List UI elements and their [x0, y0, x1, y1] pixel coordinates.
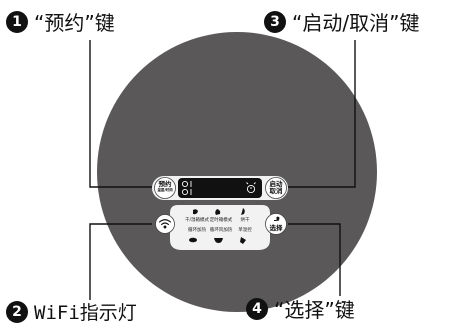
callout-start-cancel-label: “启动/取消”键: [292, 11, 420, 35]
leader-line-select: [288, 223, 341, 296]
dry-wet-icon: [193, 209, 198, 215]
leader-line-start: [288, 40, 356, 188]
program-label-timer-box: 定时箱模式: [209, 218, 233, 223]
program-label-single-temp: 单温控: [238, 228, 252, 233]
callout-select-label: “选择”键: [274, 298, 355, 322]
program-label-dry-wet: 干/湿箱模式: [184, 218, 210, 223]
appliance-disc: [97, 32, 377, 312]
start-button-line2: 取消: [269, 187, 283, 195]
start-cancel-button-label: 启动 取消: [266, 181, 286, 195]
program-label-cycle-air: 循环风加热: [209, 228, 233, 233]
callout-select-key: 4 “选择”键: [246, 294, 355, 323]
timer-box-icon: [215, 209, 221, 215]
start-cancel-button[interactable]: [265, 177, 287, 199]
start-button-line1: 启动: [269, 180, 283, 188]
callout-preset-label: “预约”键: [34, 11, 115, 35]
preset-button-line2: 温度/时间: [157, 188, 173, 192]
cycle-heat-icon: [189, 237, 197, 243]
dry-icon: [241, 208, 245, 215]
callout-number-badge: 2: [6, 300, 28, 323]
wifi-indicator: [155, 214, 175, 234]
callout-start-cancel-key: 3 “启动/取消”键: [264, 7, 419, 36]
cycle-air-icon: [214, 238, 223, 243]
preset-button[interactable]: [154, 177, 176, 199]
program-icon-row-bottom: [189, 237, 246, 244]
preset-button-line1: 预约: [158, 180, 172, 188]
leader-lines: [89, 40, 356, 300]
leader-line-preset: [89, 40, 152, 188]
leader-line-wifi: [89, 223, 152, 300]
callout-number-badge: 3: [264, 10, 286, 33]
clock-icon: [181, 180, 192, 196]
select-button[interactable]: [265, 213, 287, 235]
wifi-icon: [158, 219, 172, 229]
program-label-cycle-heat: 循环加热: [188, 228, 206, 233]
callout-number-badge: 4: [246, 297, 268, 320]
preset-button-label: 预约 温度/时间: [155, 181, 175, 193]
callout-number-badge: 1: [6, 10, 28, 33]
select-button-label: 选择: [269, 224, 283, 232]
display-window: [178, 178, 262, 198]
single-temp-icon: [240, 237, 246, 244]
callout-wifi-label: WiFi指示灯: [34, 302, 137, 324]
hand-icon: [274, 214, 280, 221]
callout-preset-key: 1 “预约”键: [6, 7, 115, 36]
alarm-icon: [246, 182, 256, 194]
program-icon-row-top: [193, 208, 245, 215]
callout-wifi-indicator: 2 WiFi指示灯: [6, 298, 137, 325]
program-label-dry: 烘干: [240, 218, 250, 223]
